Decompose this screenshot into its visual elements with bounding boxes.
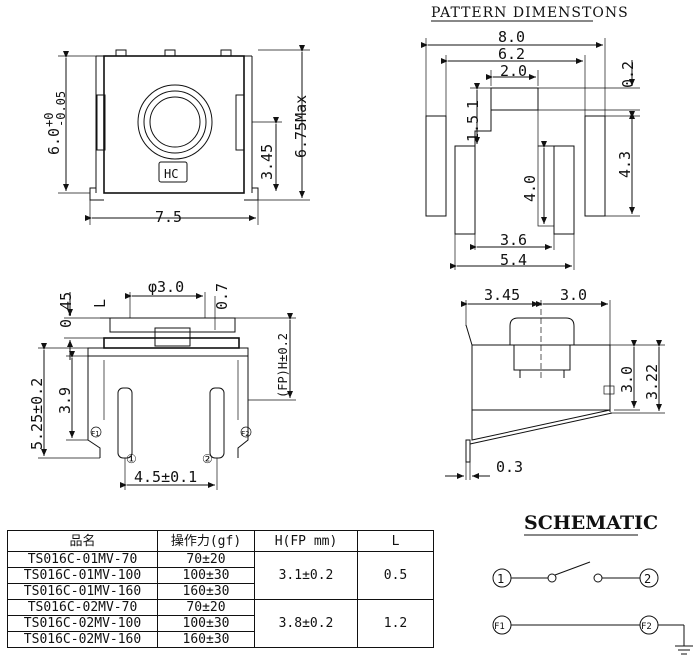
front-height-label: 5.25±0.2 [28, 378, 46, 450]
table-row: TS016C-02MV-70 70±20 3.8±0.2 1.2 [7, 599, 434, 648]
group2-l: 1.2 [357, 599, 434, 648]
front-inner-height-label: 3.9 [56, 387, 74, 414]
side-view: 3.45 3.0 3.0 3.22 0.3 [445, 286, 665, 480]
header-force: 操作力(gf) [157, 530, 255, 552]
row-name: TS016C-02MV-70 [7, 599, 158, 616]
top-maxheight-label: 6.75Max [292, 95, 310, 158]
side-total-label: 3.22 [643, 364, 661, 400]
front-top-gap-label: 0.45 [57, 292, 75, 328]
schematic-node1: 1 [497, 572, 504, 586]
front-pitch-label: 4.5±0.1 [134, 468, 197, 486]
pattern-gap-label: 0.2 [619, 61, 637, 88]
row-force: 100±30 [157, 615, 255, 632]
side-height-label: 3.0 [618, 366, 636, 393]
row-force: 160±30 [157, 631, 255, 648]
row-force: 70±20 [157, 599, 255, 616]
pattern-bottom-width-label: 5.4 [500, 251, 527, 269]
top-width-label: 7.5 [155, 208, 182, 226]
front-pin-label: 0.7 [213, 283, 231, 310]
group2-h: 3.8±0.2 [254, 599, 358, 648]
pattern-inner-label: 6.2 [498, 45, 525, 63]
side-left-label: 3.45 [484, 286, 520, 304]
pattern-title: PATTERN DIMENSTONS [431, 5, 629, 21]
front-pin1: ① [126, 452, 137, 466]
front-diameter-label: φ3.0 [148, 278, 184, 296]
row-force: 100±30 [157, 567, 255, 584]
front-pinF1: F1 [91, 430, 99, 438]
header-l: L [357, 530, 434, 552]
table-row: TS016C-01MV-70 70±20 3.1±0.2 0.5 [7, 551, 434, 600]
logo-text: HC [164, 167, 178, 181]
pattern-bottom-gap-label: 3.6 [500, 231, 527, 249]
front-pinF2: F2 [241, 430, 249, 438]
table-row: TS016C-02MV-100 100±30 [7, 615, 434, 632]
front-fp-height-label: (FP)H±0.2 [276, 333, 290, 398]
row-name: TS016C-02MV-160 [7, 631, 158, 648]
pattern-side-pad-label: 4.3 [616, 151, 634, 178]
pattern-top-pad-label: 2.0 [500, 62, 527, 80]
group1-l: 0.5 [357, 551, 434, 600]
front-pin2: ② [202, 452, 213, 466]
header-name: 品名 [7, 530, 158, 552]
table-row: TS016C-01MV-160 160±30 [7, 583, 434, 600]
front-lever-label: L [91, 299, 109, 308]
schematic-title: SCHEMATIC [524, 512, 658, 534]
row-name: TS016C-01MV-160 [7, 583, 158, 600]
pattern-view: PATTERN DIMENSTONS 8.0 6.2 2.0 [421, 5, 640, 270]
pattern-overall-label: 8.0 [498, 28, 525, 46]
group1-h: 3.1±0.2 [254, 551, 358, 600]
header-h: H(FP mm) [254, 530, 358, 552]
pattern-pad-height-label: 1.5 [464, 115, 482, 142]
row-name: TS016C-01MV-70 [7, 551, 158, 568]
schematic-nodeF1: F1 [494, 622, 505, 632]
spec-table: 品名 操作力(gf) H(FP mm) L TS016C-01MV-70 70±… [7, 530, 434, 648]
table-row: TS016C-02MV-160 160±30 [7, 631, 434, 648]
front-view: ① ② F1 F2 φ3.0 0.7 L 0.45 5.25 [28, 278, 296, 490]
top-height-label: 6.0 [45, 128, 63, 155]
pattern-center-height-label: 4.0 [521, 175, 539, 202]
schematic-node2: 2 [644, 572, 651, 586]
schematic-nodeF2: F2 [641, 622, 652, 632]
top-view: HC 7.5 6.0 +0 -0.05 6.75Max 3.45 [42, 45, 310, 226]
row-force: 160±30 [157, 583, 255, 600]
top-height-tol-upper: +0 [42, 113, 56, 127]
schematic: SCHEMATIC 1 2 F1 F2 [492, 512, 693, 655]
row-name: TS016C-01MV-100 [7, 567, 158, 584]
pattern-pad-gap-label: 1 [464, 100, 482, 109]
top-height-tol-lower: -0.05 [54, 91, 68, 127]
row-force: 70±20 [157, 551, 255, 568]
side-right-label: 3.0 [560, 286, 587, 304]
top-center-label: 3.45 [258, 144, 276, 180]
side-thickness-label: 0.3 [496, 458, 523, 476]
row-name: TS016C-02MV-100 [7, 615, 158, 632]
